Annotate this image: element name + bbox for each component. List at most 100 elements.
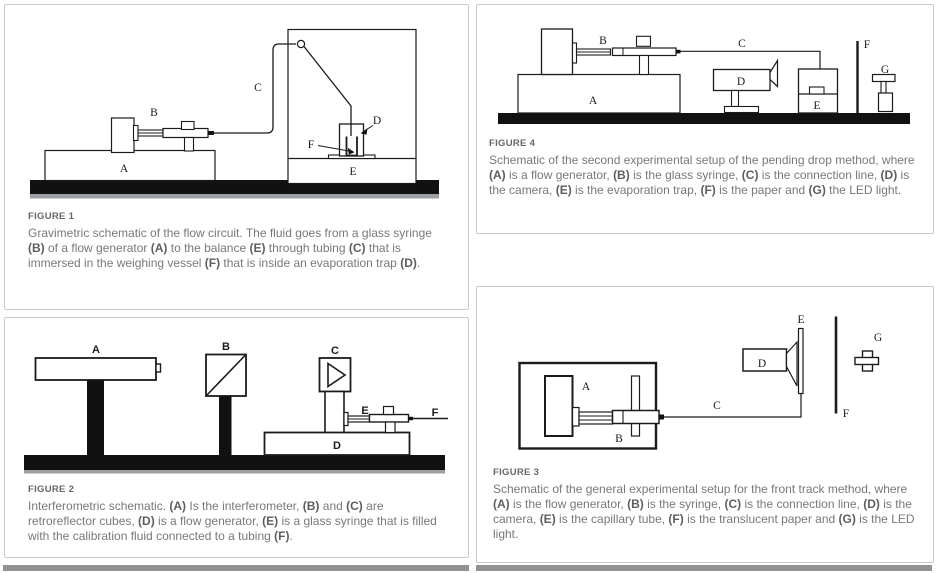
- figure-4-heading: FIGURE 4: [489, 138, 536, 149]
- diagram-label-f: F: [843, 408, 849, 420]
- lens-cone: [769, 58, 779, 88]
- led-head: [854, 356, 880, 366]
- diagram-label-g: G: [881, 64, 889, 76]
- trap-inner-block: [808, 86, 825, 95]
- motor-block: [544, 375, 574, 437]
- flow-generator-base: [517, 73, 681, 114]
- tubing-line: [214, 43, 296, 134]
- figure-3-diagram: A B C D E F G: [518, 314, 882, 450]
- cube-b-diagonal: [206, 354, 246, 396]
- plunger-flange: [571, 42, 578, 64]
- syringe-barrel: [368, 413, 410, 423]
- figure-1-heading: FIGURE 1: [28, 211, 75, 222]
- tubing-drop-line: [303, 46, 352, 136]
- figure-4-caption-text: Schematic of the second experimental set…: [489, 153, 915, 197]
- page-edge-bar-right: [476, 565, 932, 571]
- clamp-bar: [630, 375, 641, 437]
- diagram-label-f: F: [864, 39, 870, 51]
- figure-1-panel: A B C D E F FIGURE 1 Gravimetric schemat…: [4, 4, 469, 310]
- cube-c-post: [324, 390, 345, 434]
- arrow-f-head: [347, 147, 355, 155]
- camera-stand-post: [730, 89, 740, 108]
- diagram-label-e: E: [813, 100, 820, 112]
- led-base: [877, 92, 894, 113]
- figure-4-caption: FIGURE 4 Schematic of the second experim…: [489, 138, 921, 198]
- clamp-post: [183, 136, 195, 152]
- ground-bar: [498, 113, 910, 124]
- clamp-block: [382, 405, 395, 416]
- plunger-flange: [343, 411, 349, 427]
- plunger-flange: [132, 124, 139, 142]
- diagram-label-b: B: [150, 107, 158, 119]
- syringe-tip: [659, 414, 664, 420]
- plunger-flange: [571, 406, 580, 427]
- diagram-label-e: E: [361, 405, 368, 417]
- figure-2-diagram: A B C D E F: [24, 341, 448, 474]
- interferometer: [34, 357, 157, 381]
- diagram-label-g: G: [874, 332, 882, 344]
- syringe-tip: [676, 49, 681, 54]
- connection-line: [664, 393, 802, 418]
- cube-c-prism: [327, 361, 347, 389]
- arrow-f: [317, 145, 350, 152]
- diagram-label-f: F: [308, 139, 314, 151]
- clamp-block: [635, 35, 652, 47]
- page-edge-bar-left: [3, 565, 469, 571]
- figure-1-caption: FIGURE 1 Gravimetric schematic of the fl…: [28, 211, 434, 271]
- figure-2-caption-text: Interferometric schematic. (A) Is the in…: [28, 499, 437, 543]
- lens-cone: [785, 340, 798, 387]
- clamp-post: [384, 421, 396, 434]
- diagram-label-d: D: [737, 76, 745, 88]
- figure-3-caption: FIGURE 3 Schematic of the general experi…: [493, 467, 921, 542]
- figure-4-diagram: A B C D E F G: [498, 28, 910, 124]
- figure-4-panel: A B C D E F G FIGURE 4 Schematic of the …: [476, 4, 934, 234]
- figure-3-heading: FIGURE 3: [493, 467, 540, 478]
- pulley: [296, 39, 306, 49]
- capillary-tube: [797, 327, 804, 395]
- plunger-rod: [578, 411, 614, 425]
- diagram-label-b: B: [615, 433, 623, 445]
- diagram-label-a: A: [589, 95, 598, 107]
- figure-3-panel: A B C D E F G FIGURE 3 Schematic of the …: [476, 286, 934, 563]
- motor-block: [540, 28, 574, 76]
- diagram-label-a: A: [582, 381, 591, 393]
- flow-generator-base: [44, 149, 216, 182]
- ground-bar: [24, 455, 445, 470]
- diagram-label-a: A: [92, 344, 100, 356]
- motor-block: [110, 117, 135, 154]
- diagram-label-d: D: [373, 115, 381, 127]
- diagram-label-d: D: [758, 358, 766, 370]
- syringe-tip: [408, 416, 413, 421]
- ground-shadow: [30, 194, 439, 199]
- diagram-label-e: E: [349, 166, 356, 178]
- syringe-barrel: [611, 409, 660, 425]
- weighing-vessel: [345, 136, 358, 157]
- diagram-label-c: C: [713, 400, 721, 412]
- figure-2-heading: FIGURE 2: [28, 484, 75, 495]
- connection-line: [680, 50, 821, 70]
- led-stem: [880, 80, 887, 94]
- interferometer-post: [87, 380, 104, 455]
- syringe-barrel: [611, 47, 677, 57]
- figure-1-caption-text: Gravimetric schematic of the flow circui…: [28, 226, 432, 270]
- clamp-block: [180, 120, 195, 131]
- diagram-label-b: B: [599, 35, 607, 47]
- diagram-label-e: E: [797, 314, 804, 326]
- figure-2-caption: FIGURE 2 Interferometric schematic. (A) …: [28, 484, 438, 544]
- flow-generator-base: [263, 431, 411, 456]
- interferometer-nub: [155, 363, 162, 373]
- diagram-label-a: A: [120, 163, 129, 175]
- balance-chamber: [287, 28, 417, 185]
- arrow-d-head: [360, 128, 368, 135]
- diagram-label-d: D: [333, 440, 341, 452]
- diagram-label-f: F: [432, 407, 439, 419]
- diagram-label-b: B: [222, 341, 230, 353]
- ground-shadow: [24, 470, 445, 474]
- camera-stand-base: [723, 105, 760, 114]
- diagram-label-c: C: [254, 82, 262, 94]
- clamp-post: [638, 54, 650, 76]
- figure-3-caption-text: Schematic of the general experimental se…: [493, 482, 915, 541]
- figure-1-diagram: A B C D E F: [30, 28, 439, 199]
- figure-2-panel: A B C D E F FIGURE 2 Interferometric sch…: [4, 317, 469, 558]
